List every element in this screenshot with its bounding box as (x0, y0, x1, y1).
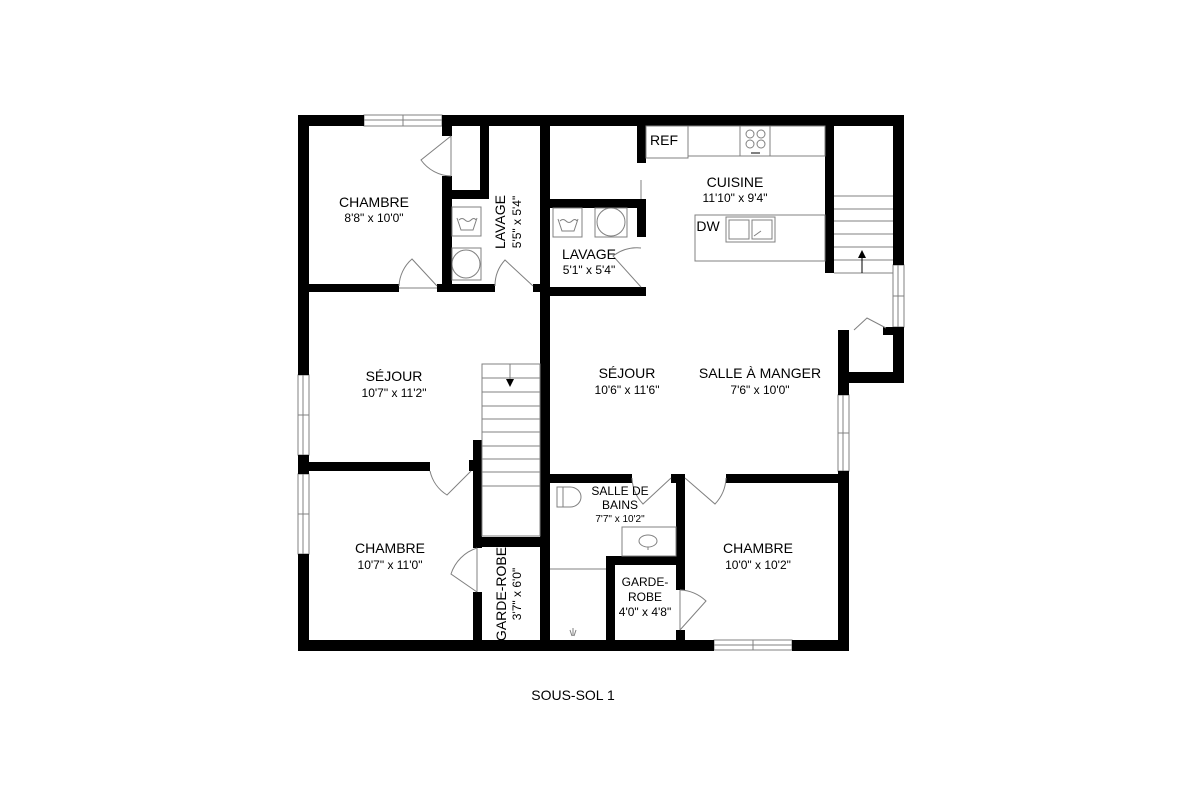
room-name: SALLE À MANGER (699, 365, 821, 381)
window-right-stair (892, 264, 905, 328)
room-name-line1: GARDE- (622, 575, 669, 589)
room-dims: 5'5" x 5'4" (510, 196, 524, 248)
room-dims: 7'7" x 10'2" (595, 514, 645, 525)
room-salle-a-manger: SALLE À MANGER 7'6" x 10'0" (699, 365, 821, 397)
room-name: CUISINE (707, 174, 764, 190)
room-garde-robe-2: GARDE- ROBE 4'0" x 4'8" (619, 575, 671, 619)
room-dims: 10'6" x 11'6" (595, 383, 660, 397)
room-chambre-nw: CHAMBRE 8'8" x 10'0" (339, 194, 409, 225)
window-left-chambre (297, 473, 310, 555)
room-name: LAVAGE (562, 246, 616, 262)
room-dims: 7'6" x 10'0" (730, 383, 789, 397)
room-dims: 3'7" x 6'0" (510, 568, 524, 620)
room-dims: 4'0" x 4'8" (619, 605, 671, 619)
doors (398, 135, 887, 631)
washer-icon-2 (594, 207, 628, 238)
stairs-west (481, 363, 541, 537)
walls (298, 115, 904, 651)
room-name: CHAMBRE (355, 540, 425, 556)
vanity-sink-icon (621, 526, 677, 557)
kitchen-island: DW (694, 214, 826, 262)
room-dims: 10'0" x 10'2" (725, 558, 791, 572)
room-dims: 5'1" x 5'4" (563, 263, 615, 277)
counter-top (687, 125, 826, 157)
room-name-line2: ROBE (628, 590, 662, 604)
room-dims: 10'7" x 11'2" (362, 386, 427, 400)
room-sejour-w: SÉJOUR 10'7" x 11'2" (362, 368, 427, 400)
window-top-chambre (363, 114, 443, 127)
washer-icon (451, 247, 482, 281)
room-name: CHAMBRE (723, 540, 793, 556)
ref-label: REF (650, 132, 678, 148)
window-right-dining (837, 394, 850, 472)
room-name: SÉJOUR (599, 365, 656, 381)
room-name-line2: BAINS (602, 498, 638, 512)
room-name: SÉJOUR (366, 368, 423, 384)
window-bottom-chambre (713, 639, 793, 651)
double-sink-icon (725, 216, 776, 243)
dw-label: DW (696, 218, 720, 234)
stove-icon (739, 125, 771, 157)
window-left-sejour (297, 374, 310, 456)
room-name-line1: SALLE DE (591, 484, 648, 498)
room-salle-de-bains: SALLE DE BAINS 7'7" x 10'2" (591, 484, 648, 525)
laundry-tub-icon-2 (552, 207, 583, 238)
floor-label: SOUS-SOL 1 (531, 687, 615, 703)
refrigerator: REF (645, 125, 689, 159)
room-chambre-se: CHAMBRE 10'0" x 10'2" (723, 540, 793, 572)
room-chambre-sw: CHAMBRE 10'7" x 11'0" (355, 540, 425, 572)
room-garde-robe-1: GARDE-ROBE 3'7" x 6'0" (493, 547, 524, 641)
room-lavage-1: LAVAGE 5'5" x 5'4" (492, 195, 524, 249)
toilet-icon (556, 486, 582, 508)
room-dims: 11'10" x 9'4" (703, 191, 768, 205)
arrow-up-icon (858, 250, 866, 258)
stairs-east (834, 195, 893, 274)
room-name: LAVAGE (492, 195, 508, 249)
room-lavage-2: LAVAGE 5'1" x 5'4" (562, 246, 616, 277)
room-cuisine: CUISINE 11'10" x 9'4" (703, 174, 768, 205)
room-dims: 8'8" x 10'0" (344, 211, 403, 225)
arrow-down-icon (506, 379, 514, 387)
room-sejour-c: SÉJOUR 10'6" x 11'6" (595, 365, 660, 397)
room-name: GARDE-ROBE (493, 547, 509, 641)
room-dims: 10'7" x 11'0" (358, 558, 423, 572)
shower (550, 568, 606, 637)
laundry-tub-icon (451, 206, 482, 237)
room-name: CHAMBRE (339, 194, 409, 210)
